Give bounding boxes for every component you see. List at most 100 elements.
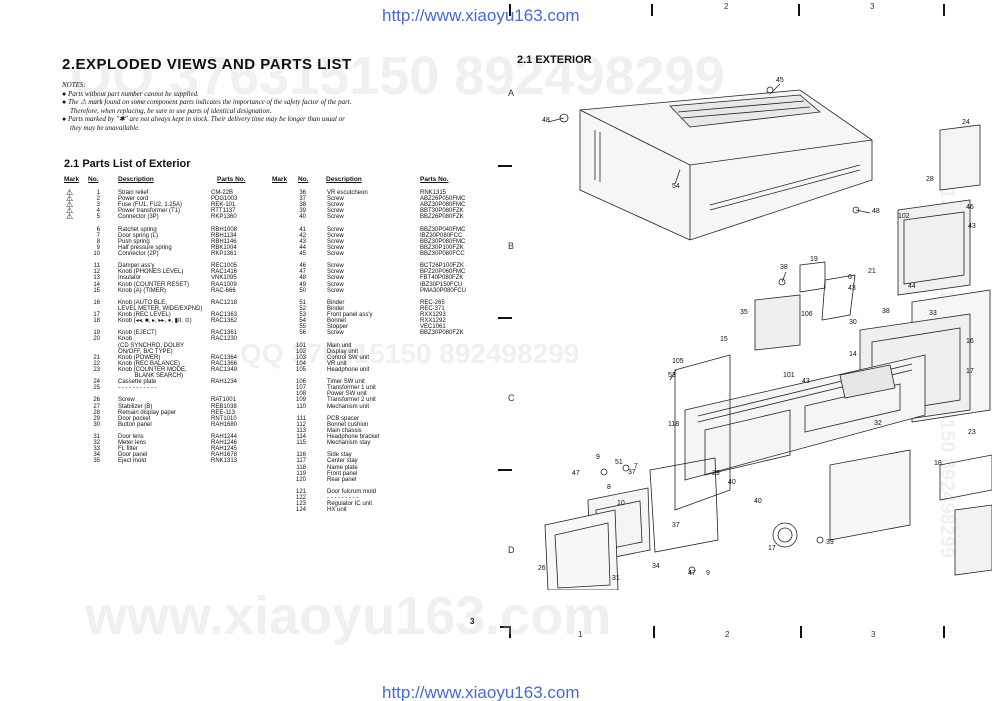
- part-number-index: 109: [295, 397, 306, 404]
- part-description: Knob (◂◂, ■, ▸, ▸▸, ●, ▮II, ⊙): [118, 318, 192, 325]
- part-number-index: 15: [93, 287, 100, 294]
- bottom-url[interactable]: http://www.xiaoyu163.com: [382, 683, 580, 701]
- part-code: RAA1009: [211, 281, 237, 288]
- part-description: Screw: [327, 226, 344, 233]
- part-description: Screw: [327, 263, 344, 270]
- frame-tick: [651, 4, 653, 16]
- diagram-callout-label: 40: [754, 498, 762, 505]
- part-number-index: 55: [299, 324, 306, 331]
- part-description: - - - - - - - - - - -: [118, 385, 157, 392]
- part-code: PMA30P080FCU: [420, 287, 467, 294]
- column-number: 2: [724, 2, 729, 11]
- page-number: 3: [470, 617, 475, 626]
- part-description: Binder: [327, 299, 345, 306]
- diagram-callout-label: 38: [882, 308, 890, 315]
- part-number-index: 107: [295, 385, 306, 392]
- diagram-callout-label: 44: [908, 283, 916, 290]
- part-number-index: 44: [299, 244, 306, 251]
- diagram-callout-label: 37: [672, 522, 680, 529]
- part-code: RAC1366: [211, 360, 238, 367]
- diagram-callout-label: 43: [848, 285, 856, 292]
- diagram-linework: [544, 83, 992, 590]
- part-description: Main chassis: [327, 427, 362, 434]
- part-number-index: 12: [93, 269, 100, 276]
- part-description: Screw: [327, 208, 344, 215]
- top-url[interactable]: http://www.xiaoyu163.com: [382, 6, 580, 25]
- safety-mark-icon: ⚠: [66, 206, 74, 216]
- diagram-callout-label: 19: [810, 256, 818, 263]
- part-description: Knob (REC LEVEL): [118, 312, 171, 318]
- part-number-index: 110: [296, 403, 306, 410]
- part-number-index: 14: [93, 281, 100, 288]
- part-description: Binder: [327, 305, 345, 312]
- part-description: - - - - - - - - -: [327, 495, 359, 501]
- part-description: VR escutcheon: [327, 190, 368, 196]
- part-description: Insulator: [118, 275, 142, 282]
- part-description: Knob (A) (TIMER): [118, 287, 167, 294]
- part-description: Strain relief: [118, 190, 149, 196]
- part-code: BBZ30P040FMC: [420, 226, 466, 233]
- note-item: ● The ⚠ mark found on some component par…: [62, 98, 352, 115]
- frame-tick: [509, 4, 511, 16]
- part-number-index: 105: [295, 366, 306, 373]
- part-number-index: 31: [93, 434, 100, 440]
- part-description: Connector (2P): [118, 251, 159, 257]
- part-description: Door pocket: [118, 415, 151, 422]
- part-code: RAH1246: [211, 440, 238, 447]
- diagram-callout-label: 30: [849, 319, 857, 326]
- part-code: RAC-666: [211, 287, 236, 294]
- part-description: Screw: [327, 196, 344, 203]
- note-item: ● Parts marked by "✱" are not always kep…: [62, 115, 345, 132]
- part-description: Knob (REC BALANCE): [118, 360, 181, 367]
- part-code: VNK1095: [211, 275, 237, 282]
- part-code: REE-113: [211, 409, 235, 416]
- part-number-index: 112: [296, 421, 306, 428]
- part-number-index: 118: [296, 464, 306, 471]
- part-description: Knob (AUTO BLE,: [118, 299, 167, 306]
- part-description: Screw: [118, 397, 135, 404]
- part-description: Screw: [327, 287, 344, 294]
- part-description: LEVEL METER, WIDE/EXPND): [118, 305, 203, 312]
- part-number-index: 41: [299, 226, 306, 233]
- frame-tick: [798, 4, 800, 16]
- part-description: PCB spacer: [327, 415, 360, 422]
- part-number-index: 28: [93, 409, 100, 416]
- diagram-callout-label: 43: [802, 378, 810, 385]
- part-number-index: 18: [93, 318, 100, 325]
- part-number-index: 49: [299, 281, 306, 288]
- part-number-index: 52: [299, 305, 306, 312]
- part-description: Stopper: [327, 324, 349, 331]
- part-code: REB1038: [211, 403, 237, 410]
- part-number-index: 6: [96, 226, 100, 233]
- part-number-index: 122: [295, 495, 306, 501]
- diagram-callout-label: 18: [934, 460, 942, 467]
- diagram-callout-label: 38: [780, 264, 788, 271]
- part-code: RAH1678: [211, 452, 238, 459]
- part-description: Headphone bracket: [327, 434, 380, 440]
- part-code: ABZ30P080FMC: [420, 202, 466, 209]
- part-code: RBH1008: [211, 226, 238, 233]
- diagram-callout-label: 31: [612, 575, 620, 582]
- part-code: BPZ20P060FMC: [420, 269, 466, 276]
- diagram-callout-label: 51: [615, 459, 623, 466]
- part-code: RKP1361: [211, 251, 237, 257]
- part-number-index: 22: [93, 360, 100, 367]
- header-no: No.: [88, 176, 99, 183]
- part-description: Knob (EJECT): [118, 330, 157, 337]
- header-parts-no: Parts No.: [217, 176, 246, 183]
- part-code: RXX1292: [420, 318, 446, 325]
- diagram-callout-label: 47: [688, 570, 696, 577]
- part-number-index: 119: [296, 470, 306, 477]
- diagram-callout-label: 10: [617, 500, 625, 507]
- watermark-text: QQ 376315150 892498299: [240, 338, 580, 369]
- part-description: Knob (PHONES LEVEL): [118, 269, 184, 276]
- part-number-index: 113: [296, 427, 306, 434]
- part-number-index: 32: [93, 440, 100, 447]
- diagram-callout-label: 106: [801, 311, 813, 318]
- frame-tick: [653, 626, 655, 638]
- part-description: Knob (POWER): [118, 354, 161, 361]
- page-title: 2.EXPLODED VIEWS AND PARTS LIST: [62, 56, 352, 73]
- diagram-callout-label: 46: [966, 204, 974, 211]
- part-code: RAC1364: [211, 354, 238, 361]
- part-number-index: 46: [299, 263, 306, 270]
